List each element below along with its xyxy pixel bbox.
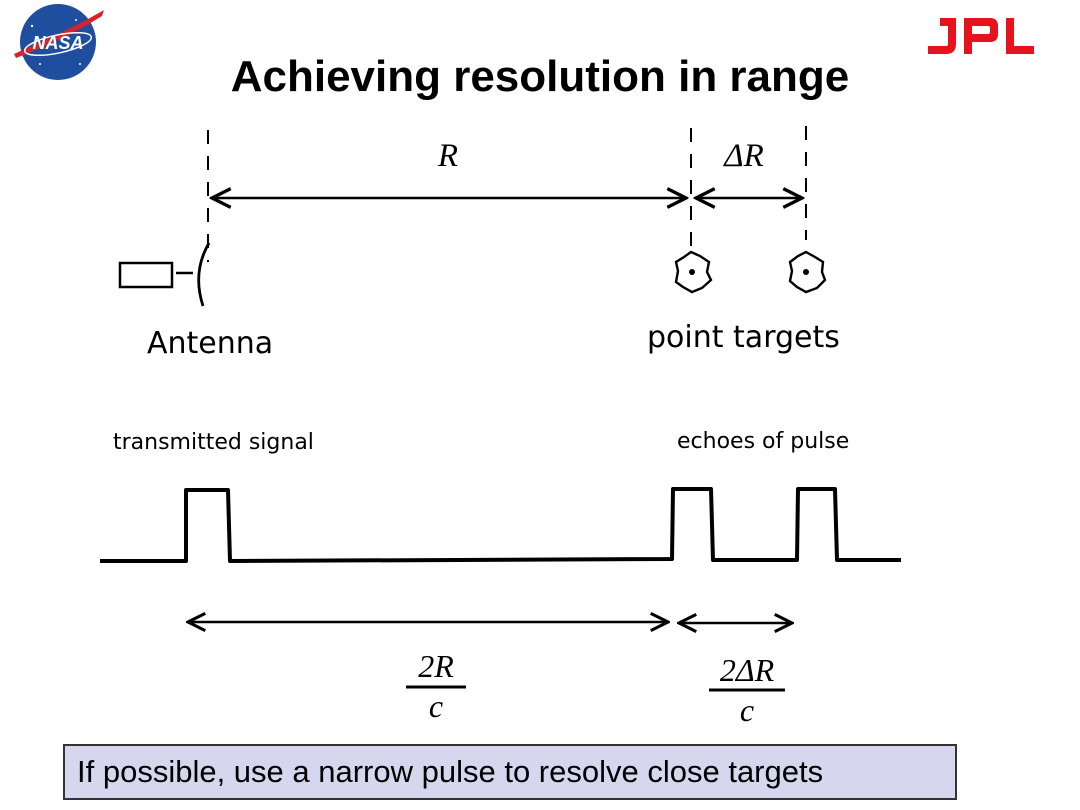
delta-range-label: ΔR (724, 138, 764, 174)
antenna-transmitter-box (118, 261, 174, 289)
point-target-2-icon (788, 250, 827, 294)
round-trip-numerator: 2R (418, 648, 454, 684)
echoes-label: echoes of pulse (677, 429, 850, 454)
range-label: R (437, 138, 459, 174)
jpl-logo (928, 18, 1034, 54)
point-targets-label: point targets (647, 320, 840, 355)
round-trip-denominator: c (428, 688, 444, 724)
slide-title: Achieving resolution in range (230, 52, 850, 101)
caption-text: If possible, use a narrow pulse to resol… (77, 754, 824, 789)
caption-box: If possible, use a narrow pulse to resol… (63, 744, 957, 800)
separation-numerator: 2ΔR (719, 652, 775, 688)
separation-denominator: c (739, 692, 755, 728)
point-target-1-icon (674, 250, 713, 294)
transmitted-signal-label: transmitted signal (113, 430, 314, 455)
antenna-dish-icon (197, 242, 211, 307)
antenna-label: Antenna (147, 326, 274, 361)
signal-waveform (100, 487, 901, 563)
nasa-logo-text: NASA (32, 33, 83, 53)
nasa-logo: NASA (14, 4, 104, 80)
